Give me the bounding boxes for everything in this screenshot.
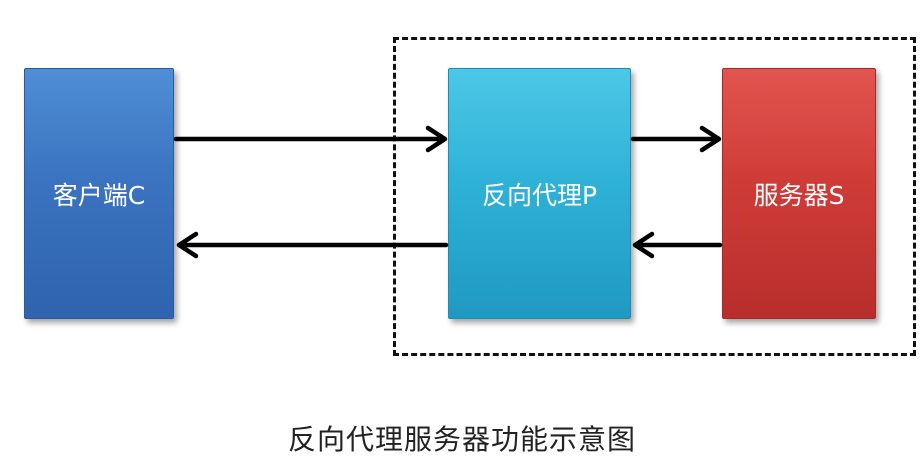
arrow-client-to-proxy: [173, 125, 448, 153]
server-node-label: 服务器S: [753, 180, 845, 210]
diagram-caption: 反向代理服务器功能示意图: [287, 423, 636, 456]
proxy-node-label: 反向代理P: [481, 180, 598, 210]
proxy-node: 反向代理P: [448, 68, 631, 319]
arrow-proxy-to-server: [630, 125, 722, 153]
server-node: 服务器S: [722, 68, 876, 319]
arrow-server-to-proxy: [632, 231, 723, 259]
arrow-proxy-to-client: [176, 231, 449, 259]
client-node: 客户端C: [24, 68, 174, 319]
proxy-server-group-frame: [393, 37, 916, 356]
client-node-label: 客户端C: [52, 180, 146, 210]
